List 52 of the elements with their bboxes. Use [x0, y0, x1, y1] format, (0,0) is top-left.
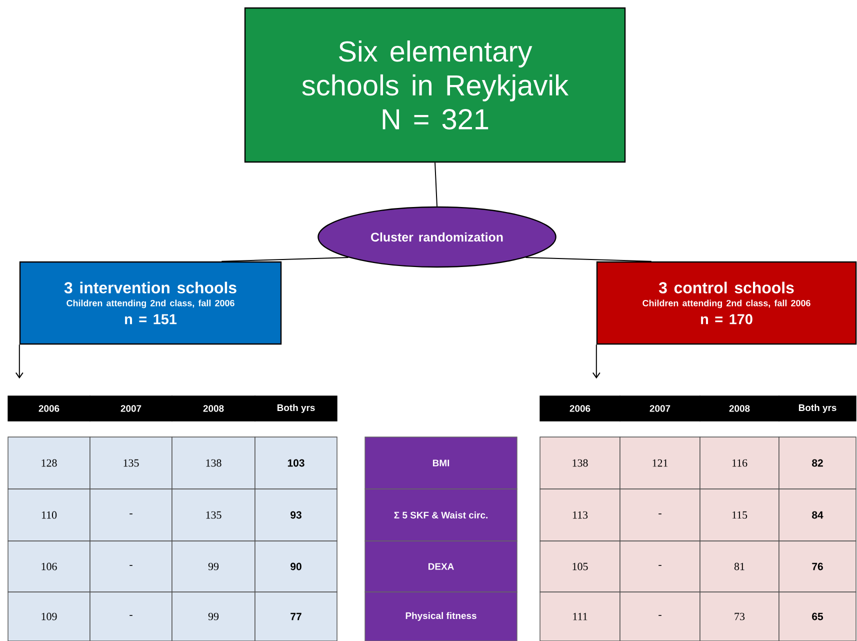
row-header: Physical fitness — [364, 592, 518, 641]
table-cell: - — [90, 592, 172, 641]
table-cell: 82 — [778, 436, 856, 490]
table-cell: 128 — [8, 436, 90, 490]
table-cell: 73 — [700, 592, 780, 641]
table-cell: 138 — [540, 436, 620, 490]
table-cell: 77 — [254, 592, 338, 641]
table-cell: - — [620, 540, 700, 592]
table-cell: 111 — [540, 592, 620, 641]
table-cell: 76 — [778, 540, 856, 592]
column-header: Both yrs — [778, 396, 856, 422]
row-header: DEXA — [364, 540, 518, 592]
row-header: Σ 5 SKF & Waist circ. — [364, 488, 518, 542]
table-cell: 99 — [172, 540, 256, 592]
title-box: Six elementary schools in Reykjavik N = 321 — [244, 7, 626, 163]
table-cell: 138 — [172, 436, 256, 490]
column-header: 2006 — [8, 396, 90, 422]
table-cell: 109 — [8, 592, 90, 641]
table-cell: - — [620, 592, 700, 641]
row-header: BMI — [364, 436, 518, 490]
table-cell: 105 — [540, 540, 620, 592]
column-header: Both yrs — [254, 396, 338, 422]
column-header: 2007 — [620, 396, 700, 422]
table-cell: 84 — [778, 488, 856, 542]
table-cell: - — [90, 488, 172, 542]
column-header: 2008 — [172, 396, 256, 422]
table-cell: 81 — [700, 540, 780, 592]
table-cell: 116 — [700, 436, 780, 490]
column-header: 2006 — [540, 396, 620, 422]
connector-line — [525, 256, 652, 262]
table-cell: 135 — [172, 488, 256, 542]
table-cell: 99 — [172, 592, 256, 641]
table-cell: 113 — [540, 488, 620, 542]
connector-line — [434, 162, 438, 207]
table-cell: 115 — [700, 488, 780, 542]
column-header: 2008 — [700, 396, 780, 422]
arrow — [15, 344, 24, 379]
table-cell: 90 — [254, 540, 338, 592]
group-box: 3 intervention schools Children attending 2nd class, fall 2006 n = 151 — [19, 261, 282, 345]
column-header: 2007 — [90, 396, 172, 422]
table-cell: - — [620, 488, 700, 542]
table-cell: - — [90, 540, 172, 592]
table-cell: 135 — [90, 436, 172, 490]
table-cell: 103 — [254, 436, 338, 490]
table-cell: 110 — [8, 488, 90, 542]
table-cell: 121 — [620, 436, 700, 490]
table-cell: 93 — [254, 488, 338, 542]
table-cell: 65 — [778, 592, 856, 641]
connector-line — [221, 256, 349, 262]
group-box: 3 control schools Children attending 2nd class, fall 2006 n = 170 — [596, 261, 857, 345]
table-cell: 106 — [8, 540, 90, 592]
arrow — [592, 344, 600, 379]
